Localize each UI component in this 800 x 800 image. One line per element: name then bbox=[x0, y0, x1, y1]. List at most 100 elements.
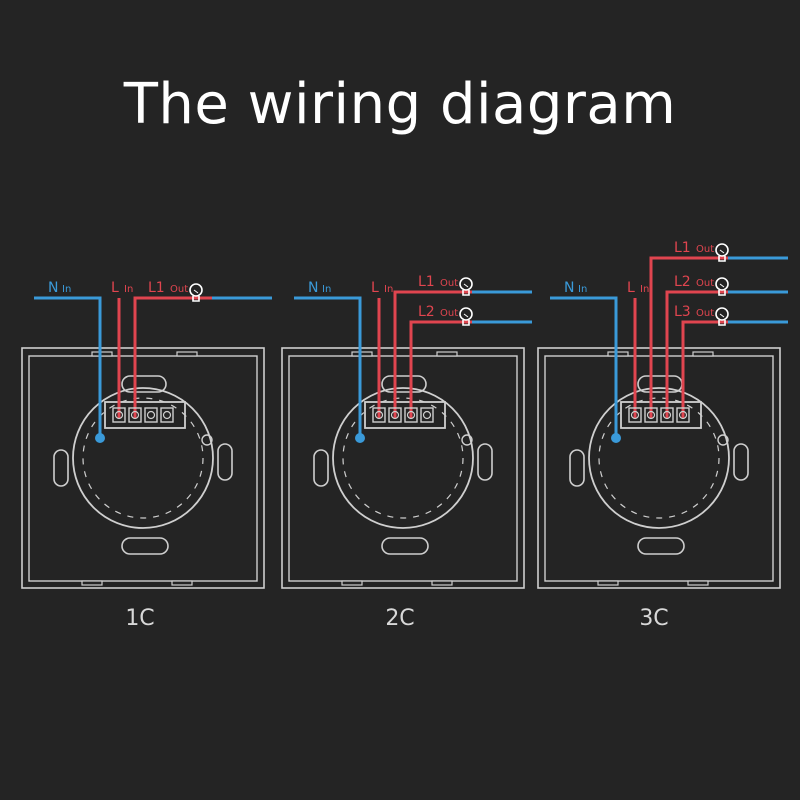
caption-1c: 1C bbox=[125, 606, 155, 631]
bulb-glass bbox=[459, 307, 473, 321]
label-l1-out-sub: Out bbox=[170, 284, 188, 295]
terminal-screw-icon bbox=[388, 407, 402, 423]
bulb-glass bbox=[715, 277, 729, 291]
label-l3-out-sub: Out bbox=[696, 308, 714, 319]
terminal-screw-head bbox=[162, 410, 172, 420]
terminal-screw-icon bbox=[160, 407, 174, 423]
neutral-terminal bbox=[95, 433, 105, 443]
output-wire-3 bbox=[681, 320, 774, 418]
panel-frame-outer bbox=[21, 347, 265, 589]
label-n-in-sub: In bbox=[322, 284, 331, 295]
label-l1-out: L1 bbox=[148, 280, 165, 296]
label-l-in: L bbox=[111, 280, 119, 296]
side-lug-right bbox=[217, 443, 233, 481]
bulb-icon bbox=[459, 277, 473, 296]
indicator-hole bbox=[201, 434, 213, 446]
bulb-filament bbox=[719, 313, 725, 318]
label-l1-out-sub: Out bbox=[440, 278, 458, 289]
bulb-base bbox=[718, 256, 726, 262]
terminal-screw-icon bbox=[420, 407, 434, 423]
label-n-in-sub: In bbox=[62, 284, 71, 295]
mount-tab-top bbox=[121, 375, 167, 393]
label-l-in-sub: In bbox=[124, 284, 133, 295]
terminal-screw-head bbox=[130, 410, 140, 420]
panel-notch bbox=[91, 351, 113, 357]
terminal-screw-icon bbox=[372, 407, 386, 423]
bulb-icon bbox=[715, 243, 729, 262]
label-l1-out-sub: Out bbox=[696, 244, 714, 255]
indicator-hole bbox=[461, 434, 473, 446]
terminal-screw-icon bbox=[660, 407, 674, 423]
terminal-screw-head bbox=[406, 410, 416, 420]
bulb-filament bbox=[719, 249, 725, 254]
mount-tab-bottom bbox=[381, 537, 429, 555]
terminal-screw-head bbox=[390, 410, 400, 420]
caption-3c: 3C bbox=[639, 606, 669, 631]
switch-body-inner bbox=[82, 397, 204, 519]
label-l-in: L bbox=[627, 280, 635, 296]
terminal-screw-icon bbox=[128, 407, 142, 423]
label-l-in: L bbox=[371, 280, 379, 296]
label-l2-out: L2 bbox=[674, 274, 691, 290]
bulb-glass bbox=[189, 283, 203, 297]
terminal-screw-head bbox=[678, 410, 688, 420]
bulb-icon bbox=[459, 307, 473, 326]
bulb-base bbox=[192, 296, 200, 302]
neutral-terminal bbox=[355, 433, 365, 443]
terminal-screw-head bbox=[646, 410, 656, 420]
panel-frame-inner bbox=[288, 355, 518, 582]
terminal-screw-head bbox=[146, 410, 156, 420]
label-l2-out-sub: Out bbox=[440, 308, 458, 319]
bulb-icon bbox=[715, 277, 729, 296]
side-lug-left bbox=[53, 449, 69, 487]
bulb-glass bbox=[459, 277, 473, 291]
label-l-in-sub: In bbox=[640, 284, 649, 295]
switch-body bbox=[72, 387, 214, 529]
switch-body-inner bbox=[342, 397, 464, 519]
bulb-filament bbox=[463, 283, 469, 288]
switch-body bbox=[588, 387, 730, 529]
panel-notch bbox=[597, 580, 619, 586]
mount-tab-top bbox=[381, 375, 427, 393]
terminal-screw-icon bbox=[676, 407, 690, 423]
panel-notch bbox=[81, 580, 103, 586]
panel-notch bbox=[436, 351, 458, 357]
bulb-base bbox=[718, 290, 726, 296]
neutral-wire bbox=[294, 296, 362, 437]
switch-body-inner bbox=[598, 397, 720, 519]
label-n-in: N bbox=[48, 280, 58, 296]
bulb-glass bbox=[715, 243, 729, 257]
neutral-wire bbox=[550, 296, 618, 437]
label-l1-out: L1 bbox=[418, 274, 435, 290]
label-n-in-sub: In bbox=[578, 284, 587, 295]
terminal-screw-icon bbox=[628, 407, 642, 423]
side-lug-left bbox=[569, 449, 585, 487]
terminal-screw-icon bbox=[644, 407, 658, 423]
bulb-icon bbox=[189, 283, 203, 302]
neutral-terminal bbox=[611, 433, 621, 443]
label-l2-out-sub: Out bbox=[696, 278, 714, 289]
side-lug-right bbox=[733, 443, 749, 481]
mount-tab-bottom bbox=[121, 537, 169, 555]
label-n-in: N bbox=[308, 280, 318, 296]
bulb-base bbox=[718, 320, 726, 326]
panel-frame-inner bbox=[544, 355, 774, 582]
label-l-in-sub: In bbox=[384, 284, 393, 295]
switch-body bbox=[332, 387, 474, 529]
bulb-filament bbox=[463, 313, 469, 318]
mount-tab-bottom bbox=[637, 537, 685, 555]
panel-notch bbox=[692, 351, 714, 357]
side-lug-left bbox=[313, 449, 329, 487]
panel-notch bbox=[351, 351, 373, 357]
terminal-screw-head bbox=[114, 410, 124, 420]
panel-notch bbox=[607, 351, 629, 357]
bulb-base bbox=[462, 320, 470, 326]
bulb-filament bbox=[719, 283, 725, 288]
output-wire-2 bbox=[409, 320, 518, 418]
panel-notch bbox=[176, 351, 198, 357]
bulb-base bbox=[462, 290, 470, 296]
label-l3-out: L3 bbox=[674, 304, 691, 320]
panel-notch bbox=[171, 580, 193, 586]
label-l1-out: L1 bbox=[674, 240, 691, 256]
